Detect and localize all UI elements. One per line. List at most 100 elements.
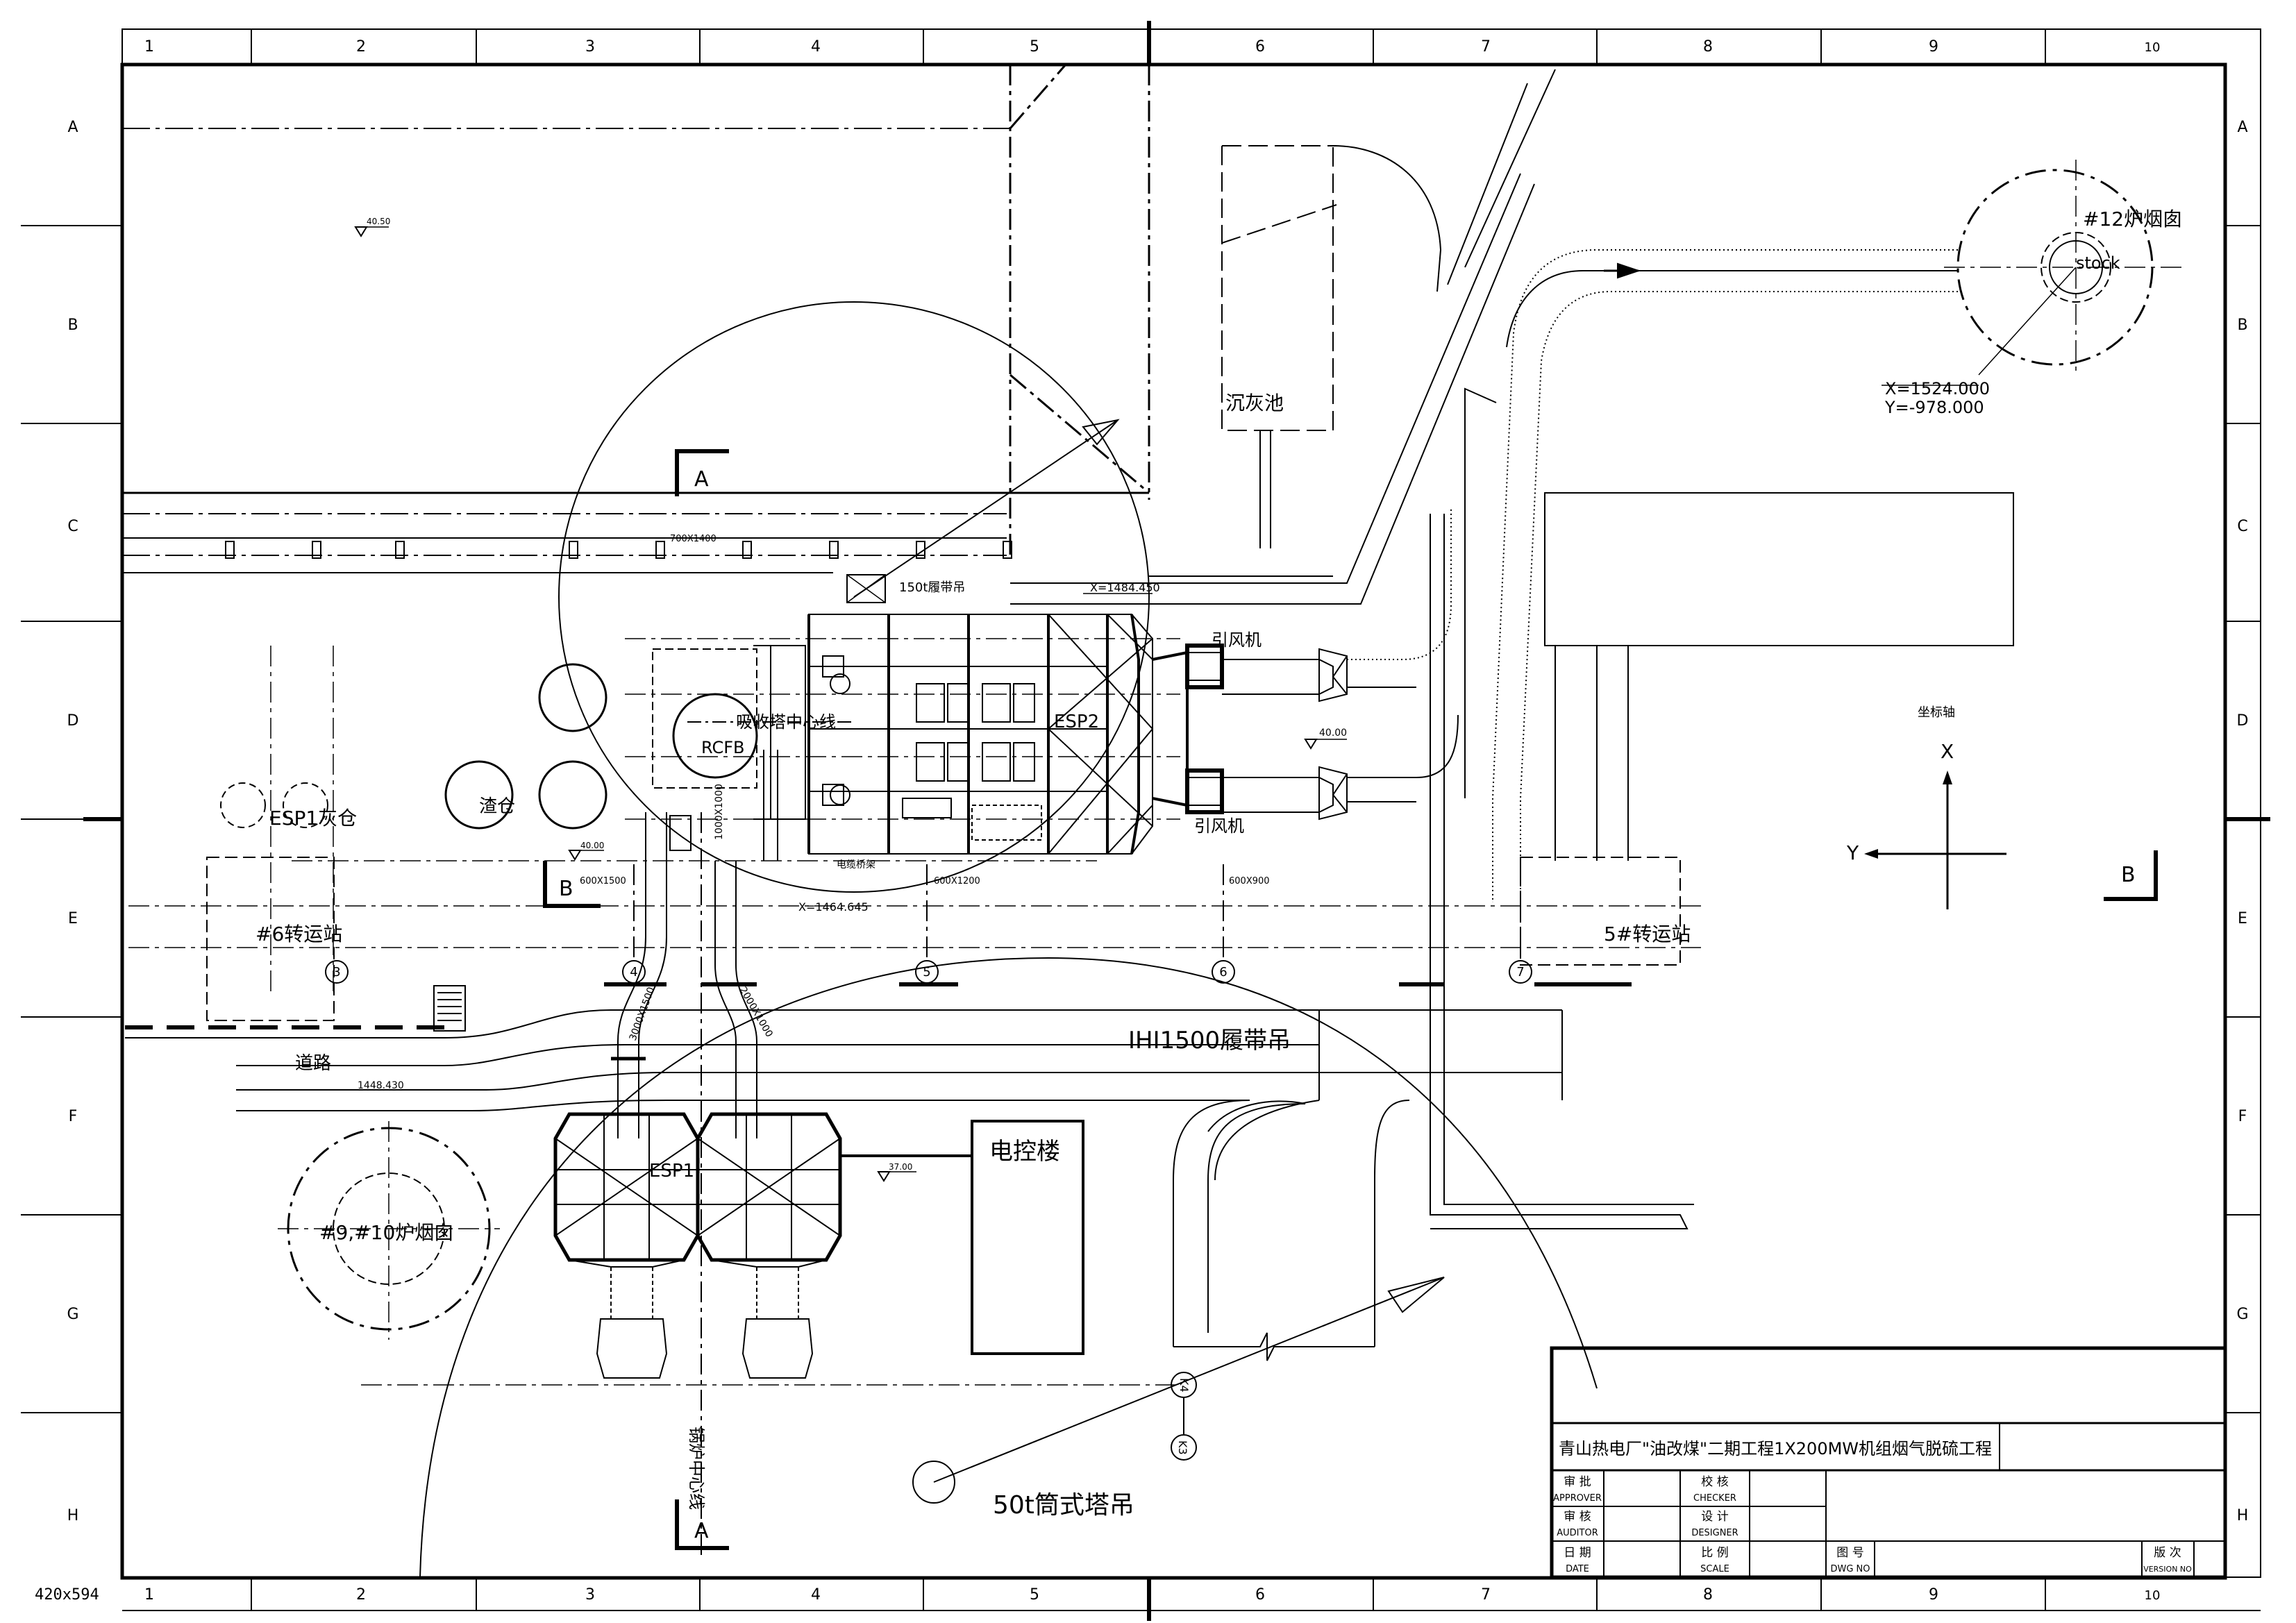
drawing-label: K4 bbox=[1178, 1378, 1191, 1393]
column-label: 3 bbox=[585, 1586, 595, 1604]
esp1-label: ESP1 bbox=[649, 1161, 694, 1181]
drawing-label: #6转运站 bbox=[255, 923, 342, 945]
column-label: 8 bbox=[1703, 38, 1713, 56]
elevation-marker-40-00-right: 40.00 bbox=[1304, 728, 1347, 750]
ash-pond-label: 沉灰池 bbox=[1225, 392, 1284, 414]
column-label: 7 bbox=[1481, 38, 1491, 56]
axis-y-label: Y bbox=[1846, 841, 1859, 864]
column-label: 4 bbox=[811, 38, 821, 56]
axis-bubble-7: 7 bbox=[1516, 965, 1524, 979]
transfer-station-6: #6转运站 bbox=[206, 857, 342, 1021]
auditor-en: AUDITOR bbox=[1557, 1528, 1598, 1538]
column-label: 1 bbox=[144, 1586, 154, 1604]
flue-duct-to-chimney bbox=[1430, 249, 1958, 1229]
coord-x-label: X=1524.000 bbox=[1885, 379, 1990, 398]
fgd-structure bbox=[625, 614, 1189, 855]
column-label: 10 bbox=[2145, 40, 2161, 55]
fan-bottom-label: 引风机 bbox=[1194, 816, 1244, 836]
drawing-label: 37.00 bbox=[889, 1162, 912, 1172]
column-label: 6 bbox=[1255, 38, 1265, 56]
row-label: E bbox=[68, 910, 78, 927]
chimney-12: #12炉烟囱 stock X=1524.000 Y=-978.000 bbox=[1882, 160, 2187, 417]
boiler-centerline: 锅炉中心线 bbox=[361, 812, 1180, 1555]
row-label: G bbox=[2236, 1306, 2248, 1323]
section-mark-b-right: B bbox=[2104, 850, 2158, 901]
k-markers: K4 K3 bbox=[1171, 1372, 1197, 1461]
drawing-label: 40.50 bbox=[367, 217, 390, 226]
esp2-label: ESP2 bbox=[1054, 712, 1099, 732]
column-label: 2 bbox=[356, 38, 366, 56]
road-curves-top bbox=[1010, 69, 1556, 605]
drawing-label: A bbox=[694, 467, 709, 491]
ihi-crane-label: IHI1500履带吊 bbox=[1128, 1027, 1291, 1054]
row-label: C bbox=[67, 518, 78, 535]
drawing-label: A bbox=[694, 1519, 709, 1543]
slag-bin-label: 渣仓 bbox=[479, 796, 515, 817]
version-cn: 版 次 bbox=[2154, 1546, 2181, 1560]
axis-bubble-6: 6 bbox=[1219, 965, 1227, 979]
crane-150t-swing: 150t履带吊 X=1484.450 bbox=[558, 301, 1160, 893]
dim-600x1200: 600X1200 bbox=[934, 876, 980, 886]
axis-bubble-5: 5 bbox=[923, 965, 930, 979]
scale-cn: 比 例 bbox=[1701, 1546, 1728, 1560]
date-cn: 日 期 bbox=[1564, 1546, 1591, 1560]
column-label: 8 bbox=[1703, 1586, 1713, 1604]
designer-en: DESIGNER bbox=[1691, 1528, 1738, 1538]
esp1-ash-label: ESP1灰仓 bbox=[269, 807, 357, 830]
tanks bbox=[220, 663, 607, 830]
sheet-size-label: 420x594 bbox=[35, 1586, 99, 1604]
section-mark-a-top: A bbox=[675, 449, 729, 496]
esp1 bbox=[553, 1112, 972, 1379]
column-label: 5 bbox=[1030, 38, 1039, 56]
title-block bbox=[1550, 1346, 2227, 1579]
column-label: 3 bbox=[585, 38, 595, 56]
cable-rack-label: 电缆桥架 bbox=[837, 859, 875, 871]
approver-cn: 审 批 bbox=[1564, 1475, 1591, 1489]
drawing-label: 锅炉中心线 bbox=[687, 1427, 706, 1510]
checker-en: CHECKER bbox=[1693, 1493, 1736, 1504]
stack-label: stock bbox=[2076, 253, 2120, 273]
row-label: A bbox=[2237, 119, 2247, 136]
column-label: 7 bbox=[1481, 1586, 1491, 1604]
tower-crane-label: 50t筒式塔吊 bbox=[993, 1491, 1134, 1520]
id-fan-bottom bbox=[1185, 766, 1348, 821]
zone-labels: 1 2 3 4 5 6 7 8 9 10 1 2 3 4 5 6 7 8 9 1… bbox=[67, 38, 2248, 1604]
elevation-marker-40-00-left: 40.00 bbox=[568, 841, 604, 861]
control-building: 电控楼 bbox=[971, 1120, 1084, 1355]
column-label: 10 bbox=[2145, 1588, 2161, 1603]
date-en: DATE bbox=[1566, 1564, 1589, 1574]
row-label: D bbox=[67, 712, 79, 730]
coordinate-axis: 坐标轴 X Y bbox=[1846, 705, 2006, 909]
column-label: 4 bbox=[811, 1586, 821, 1604]
row-label: F bbox=[2238, 1108, 2247, 1125]
project-title: 青山热电厂"油改煤"二期工程1X200MW机组烟气脱硫工程 bbox=[1559, 1439, 1992, 1458]
axis-x-label: X bbox=[1941, 740, 1954, 763]
boiler-ducts bbox=[611, 750, 778, 1138]
crane-150t-label: 150t履带吊 bbox=[899, 580, 965, 595]
fan-top-label: 引风机 bbox=[1212, 630, 1262, 650]
column-label: 9 bbox=[1929, 1586, 1938, 1604]
dim-600x1500: 600X1500 bbox=[580, 876, 626, 886]
drawing-label: B bbox=[2121, 863, 2136, 887]
coord-axis-label: 坐标轴 bbox=[1918, 705, 1955, 720]
auditor-cn: 审 核 bbox=[1564, 1510, 1591, 1524]
road bbox=[125, 1009, 1563, 1361]
row-label: G bbox=[67, 1306, 78, 1323]
drawing-label: 5#转运站 bbox=[1604, 923, 1691, 945]
dim-700x1400: 700X1400 bbox=[670, 534, 717, 544]
upper-structure-lines bbox=[122, 64, 1150, 573]
row-label: B bbox=[67, 317, 78, 334]
ash-pond: 沉灰池 bbox=[1221, 145, 1337, 548]
elev-1448-label: 1448.430 bbox=[358, 1080, 404, 1091]
checker-cn: 校 核 bbox=[1701, 1475, 1728, 1489]
row-label: C bbox=[2237, 518, 2247, 535]
chimney-9-10: #9,#10炉烟囱 bbox=[278, 1121, 500, 1340]
row-label: H bbox=[2237, 1507, 2249, 1524]
rcfb-label: RCFB bbox=[701, 738, 745, 757]
dim-1000: 1000X1000 bbox=[714, 784, 725, 840]
transfer-station-5: 5#转运站 bbox=[1520, 857, 1691, 966]
row-label: H bbox=[67, 1507, 79, 1524]
dwg-en: DWG NO bbox=[1830, 1564, 1870, 1574]
designer-cn: 设 计 bbox=[1701, 1510, 1728, 1524]
